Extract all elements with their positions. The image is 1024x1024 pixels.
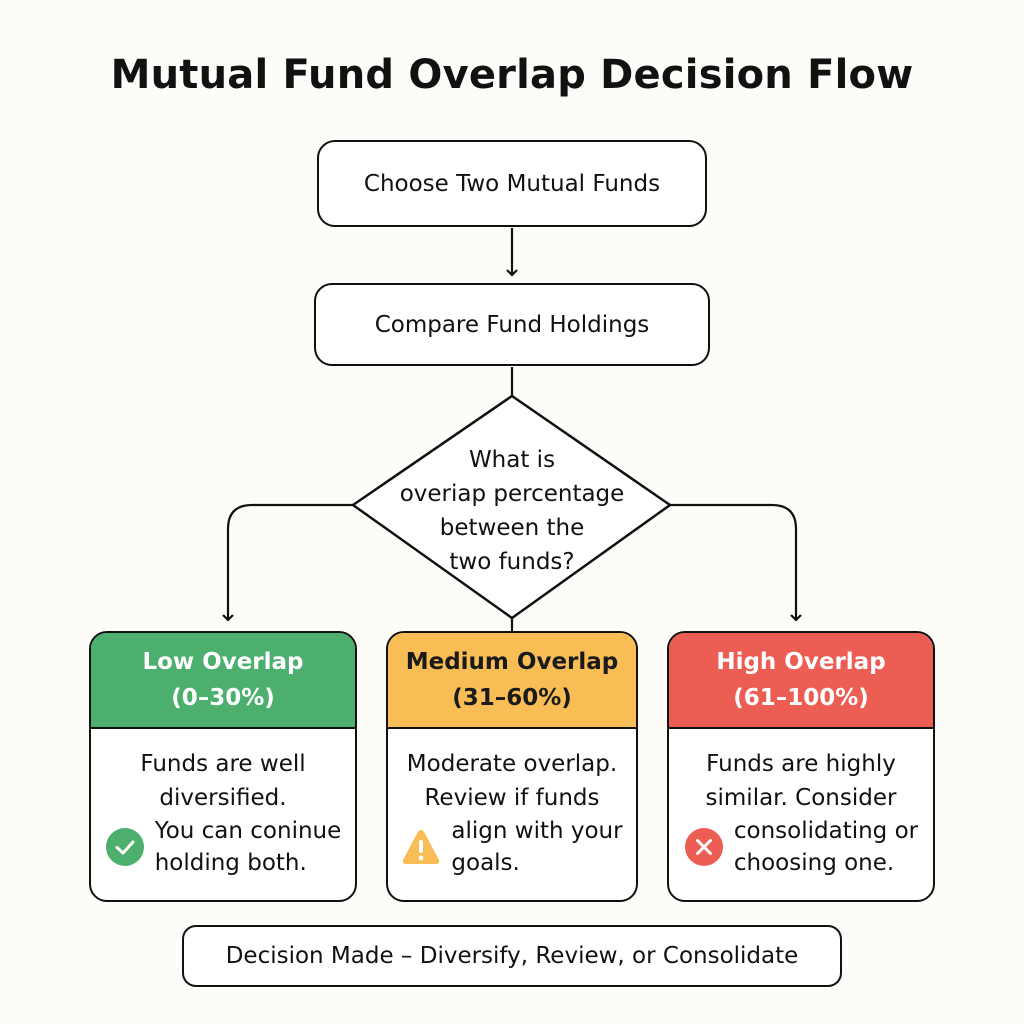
- decision-question: What is overiap percentage between the t…: [392, 443, 632, 579]
- low-overlap-action: holding both.: [154, 850, 307, 876]
- high-overlap-action: choosing one.: [733, 850, 895, 876]
- check-circle-icon: [105, 827, 145, 867]
- arrow-to-high: [670, 503, 802, 622]
- high-overlap-title: High Overlap: [716, 649, 886, 675]
- decision-line: two funds?: [449, 549, 575, 575]
- page-title: Mutual Fund Overlap Decision Flow: [110, 52, 914, 98]
- low-overlap-title: Low Overlap: [142, 649, 304, 675]
- low-overlap-range: (0–30%): [171, 685, 275, 711]
- medium-overlap-range: (31–60%): [452, 685, 572, 711]
- high-overlap-body: Funds are highly similar. Consider conso…: [669, 729, 933, 879]
- low-overlap-text: Funds are well: [140, 751, 306, 777]
- low-overlap-header: Low Overlap (0–30%): [91, 633, 355, 729]
- medium-overlap-text: Review if funds: [424, 785, 600, 811]
- outcome-medium-overlap: Medium Overlap (31–60%) Moderate overlap…: [386, 631, 638, 902]
- decision-line: between the: [439, 515, 585, 541]
- arrow-to-low: [222, 503, 353, 622]
- outcome-low-overlap: Low Overlap (0–30%) Funds are well diver…: [89, 631, 357, 902]
- high-overlap-text: Funds are highly: [706, 751, 896, 777]
- outcome-high-overlap: High Overlap (61–100%) Funds are highly …: [667, 631, 935, 902]
- x-circle-icon: [684, 827, 724, 867]
- warning-triangle-icon: [401, 827, 441, 867]
- low-overlap-text: diversified.: [159, 785, 287, 811]
- low-overlap-action: You can coninue: [154, 818, 342, 844]
- medium-overlap-title: Medium Overlap: [405, 649, 619, 675]
- medium-overlap-action: align with your: [451, 818, 623, 844]
- medium-overlap-text: Moderate overlap.: [406, 751, 618, 777]
- step-choose-funds: Choose Two Mutual Funds: [317, 140, 707, 227]
- medium-overlap-header: Medium Overlap (31–60%): [388, 633, 636, 729]
- medium-overlap-body: Moderate overlap. Review if funds align …: [388, 729, 636, 879]
- decision-line: overiap percentage: [399, 481, 625, 507]
- decision-line: What is: [468, 447, 556, 473]
- high-overlap-text: similar. Consider: [705, 785, 897, 811]
- high-overlap-range: (61–100%): [733, 685, 869, 711]
- step-compare-holdings: Compare Fund Holdings: [314, 283, 710, 366]
- high-overlap-action: consolidating or: [733, 818, 919, 844]
- low-overlap-body: Funds are well diversified. You can coni…: [91, 729, 355, 879]
- final-decision: Decision Made – Diversify, Review, or Co…: [182, 925, 842, 987]
- high-overlap-header: High Overlap (61–100%): [669, 633, 933, 729]
- medium-overlap-action: goals.: [451, 850, 520, 876]
